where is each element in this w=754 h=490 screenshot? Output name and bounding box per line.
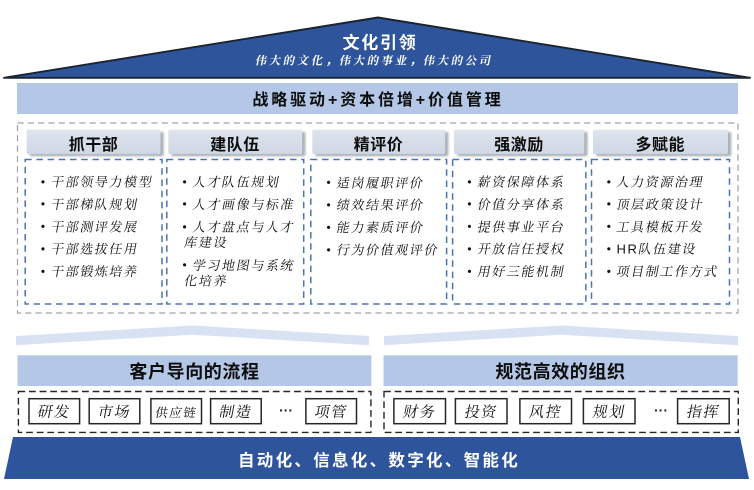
svg-text:顶层政策设计: 顶层政策设计 xyxy=(616,197,705,212)
svg-text:工具模板开发: 工具模板开发 xyxy=(616,219,705,234)
svg-text:•: • xyxy=(467,264,473,278)
svg-text:战略驱动+资本倍增+价值管理: 战略驱动+资本倍增+价值管理 xyxy=(252,90,503,109)
svg-text:规范高效的组织: 规范高效的组织 xyxy=(495,361,625,382)
svg-text:人才队伍规划: 人才队伍规划 xyxy=(192,175,281,190)
svg-text:···: ··· xyxy=(654,402,668,418)
svg-text:干部领导力模型: 干部领导力模型 xyxy=(51,175,153,190)
svg-text:干部选拔任用: 干部选拔任用 xyxy=(51,242,139,257)
svg-text:研发: 研发 xyxy=(38,404,71,421)
svg-text:•: • xyxy=(326,243,332,257)
svg-text:项管: 项管 xyxy=(315,404,348,421)
svg-text:学习地图与系统: 学习地图与系统 xyxy=(193,258,295,273)
svg-text:•: • xyxy=(467,197,473,211)
svg-text:自动化、信息化、数字化、智能化: 自动化、信息化、数字化、智能化 xyxy=(238,450,520,470)
svg-text:供应链: 供应链 xyxy=(155,406,197,420)
svg-text:指挥: 指挥 xyxy=(687,404,720,421)
svg-text:•: • xyxy=(41,220,47,234)
svg-text:风控: 风控 xyxy=(528,404,562,421)
svg-text:绩效结果评价: 绩效结果评价 xyxy=(336,198,425,213)
svg-text:制造: 制造 xyxy=(219,404,252,421)
svg-text:···: ··· xyxy=(279,402,293,418)
svg-text:库建设: 库建设 xyxy=(183,235,228,250)
svg-text:能力素质评价: 能力素质评价 xyxy=(337,220,425,235)
svg-text:用好三能机制: 用好三能机制 xyxy=(477,264,566,279)
svg-text:适岗履职评价: 适岗履职评价 xyxy=(336,175,425,190)
svg-text:干部梯队规划: 干部梯队规划 xyxy=(51,197,139,212)
svg-text:提供事业平台: 提供事业平台 xyxy=(478,219,566,234)
svg-text:客户导向的流程: 客户导向的流程 xyxy=(129,361,259,382)
svg-text:•: • xyxy=(607,220,613,234)
svg-text:行为价值观评价: 行为价值观评价 xyxy=(337,243,439,258)
svg-text:市场: 市场 xyxy=(98,404,131,421)
svg-text:•: • xyxy=(182,197,188,211)
svg-text:•: • xyxy=(607,264,613,278)
svg-text:•: • xyxy=(182,220,188,234)
svg-text:投资: 投资 xyxy=(464,404,498,421)
svg-text:•: • xyxy=(326,220,332,234)
svg-text:•: • xyxy=(607,242,613,256)
svg-text:•: • xyxy=(607,175,613,189)
svg-text:•: • xyxy=(41,197,47,211)
svg-text:价值分享体系: 价值分享体系 xyxy=(478,197,566,212)
svg-text:项目制工作方式: 项目制工作方式 xyxy=(617,264,719,279)
svg-text:•: • xyxy=(607,197,613,211)
svg-text:抓干部: 抓干部 xyxy=(69,135,119,154)
svg-text:财务: 财务 xyxy=(402,404,436,421)
svg-text:•: • xyxy=(326,198,332,212)
svg-text:化培养: 化培养 xyxy=(184,273,228,288)
svg-text:人力资源治理: 人力资源治理 xyxy=(616,175,705,190)
svg-text:人才画像与标准: 人才画像与标准 xyxy=(192,197,295,212)
svg-text:•: • xyxy=(41,264,47,278)
svg-text:文化引领: 文化引领 xyxy=(343,33,418,53)
svg-text:建队伍: 建队伍 xyxy=(210,136,260,154)
svg-text:精评价: 精评价 xyxy=(354,135,404,154)
svg-text:•: • xyxy=(467,220,473,234)
svg-text:伟大的文化，伟大的事业，伟大的公司: 伟大的文化，伟大的事业，伟大的公司 xyxy=(256,55,494,68)
svg-text:•: • xyxy=(41,175,47,189)
svg-text:薪资保障体系: 薪资保障体系 xyxy=(477,175,566,190)
svg-text:•: • xyxy=(326,176,332,190)
svg-text:规划: 规划 xyxy=(592,404,626,421)
svg-text:HR队伍建设: HR队伍建设 xyxy=(617,242,697,257)
svg-text:强激励: 强激励 xyxy=(494,136,544,154)
svg-text:人才盘点与人才: 人才盘点与人才 xyxy=(192,220,295,235)
svg-text:•: • xyxy=(182,258,188,272)
svg-text:多赋能: 多赋能 xyxy=(635,135,685,154)
svg-text:•: • xyxy=(467,242,473,256)
svg-text:•: • xyxy=(467,175,473,189)
svg-text:开放信任授权: 开放信任授权 xyxy=(477,242,566,257)
svg-text:•: • xyxy=(41,242,47,256)
svg-text:干部测评发展: 干部测评发展 xyxy=(51,219,139,234)
svg-text:•: • xyxy=(182,175,188,189)
svg-text:干部锻炼培养: 干部锻炼培养 xyxy=(51,264,139,279)
